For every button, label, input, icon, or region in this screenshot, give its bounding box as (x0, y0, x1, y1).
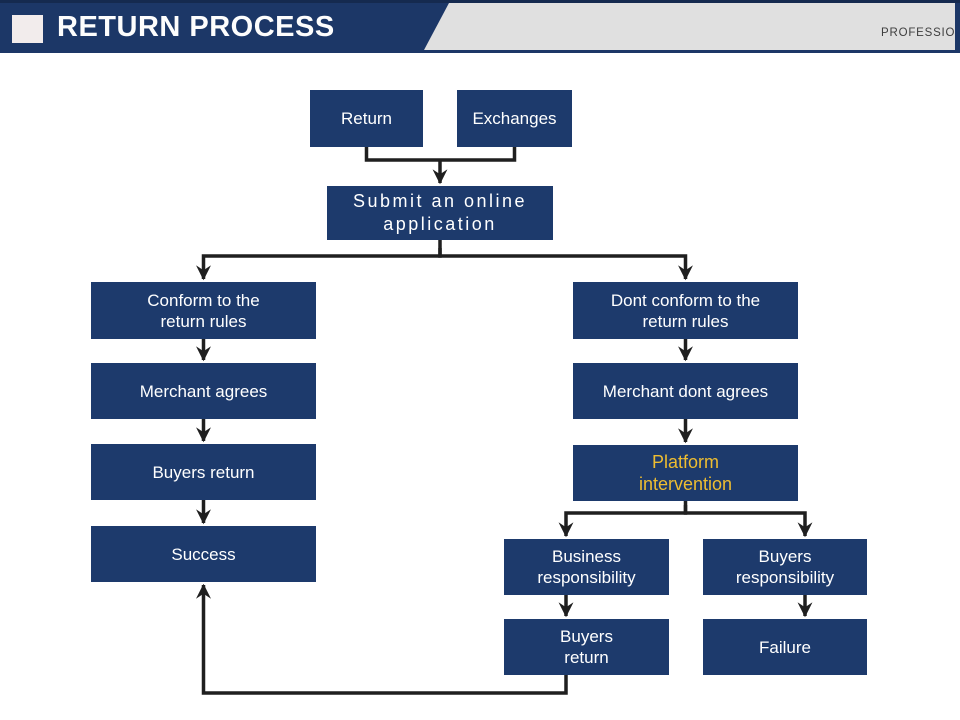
node-dont-conform-rules-label: Dont conform to the return rules (610, 290, 761, 331)
node-buyers-return-left-label: Buyers return (152, 462, 255, 482)
node-submit-application: Submit an online application (327, 186, 553, 240)
node-merchant-dont-agrees-label: Merchant dont agrees (602, 381, 769, 401)
node-buyers-return-left: Buyers return (91, 444, 316, 500)
node-platform-intervention: Platform intervention (573, 445, 798, 501)
node-platform-intervention-label: Platform intervention (638, 452, 733, 494)
connector-platform-business (558, 501, 688, 538)
header-gray-panel: PROFESSIONAL OUALITY VISIBLE (424, 3, 955, 50)
node-merchant-agrees: Merchant agrees (91, 363, 316, 419)
connector-platform-buyersresp (683, 505, 813, 538)
node-business-responsibility-label: Business responsibility (537, 547, 636, 587)
node-exchanges: Exchanges (457, 90, 572, 147)
connector-split-right (438, 248, 693, 281)
node-failure: Failure (703, 619, 867, 675)
node-buyers-responsibility-label: Buyers responsibility (735, 547, 835, 587)
header-ribbon: PROFESSIONAL OUALITY VISIBLE RETURN PROC… (0, 0, 960, 53)
page-title: RETURN PROCESS (57, 11, 335, 43)
header-accent-square (12, 15, 43, 43)
node-submit-application-label: Submit an online application (352, 191, 528, 234)
node-return-label: Return (340, 109, 393, 128)
connector-split-left (196, 240, 442, 281)
node-return: Return (310, 90, 423, 147)
node-merchant-agrees-label: Merchant agrees (139, 381, 268, 401)
node-conform-rules-label: Conform to the return rules (147, 290, 260, 331)
connector-merge-top (364, 147, 517, 162)
node-failure-label: Failure (759, 637, 811, 657)
node-buyers-return-bottom-label: Buyers return (560, 627, 613, 667)
node-buyers-return-bottom: Buyers return (504, 619, 669, 675)
node-success: Success (91, 526, 316, 582)
node-business-responsibility: Business responsibility (504, 539, 669, 595)
node-dont-conform-rules: Dont conform to the return rules (573, 282, 798, 339)
node-buyers-responsibility: Buyers responsibility (703, 539, 867, 595)
node-success-label: Success (171, 544, 236, 564)
header-subtitle: PROFESSIONAL OUALITY VISIBLE (881, 27, 956, 39)
node-exchanges-label: Exchanges (472, 109, 557, 128)
node-conform-rules: Conform to the return rules (91, 282, 316, 339)
node-merchant-dont-agrees: Merchant dont agrees (573, 363, 798, 419)
